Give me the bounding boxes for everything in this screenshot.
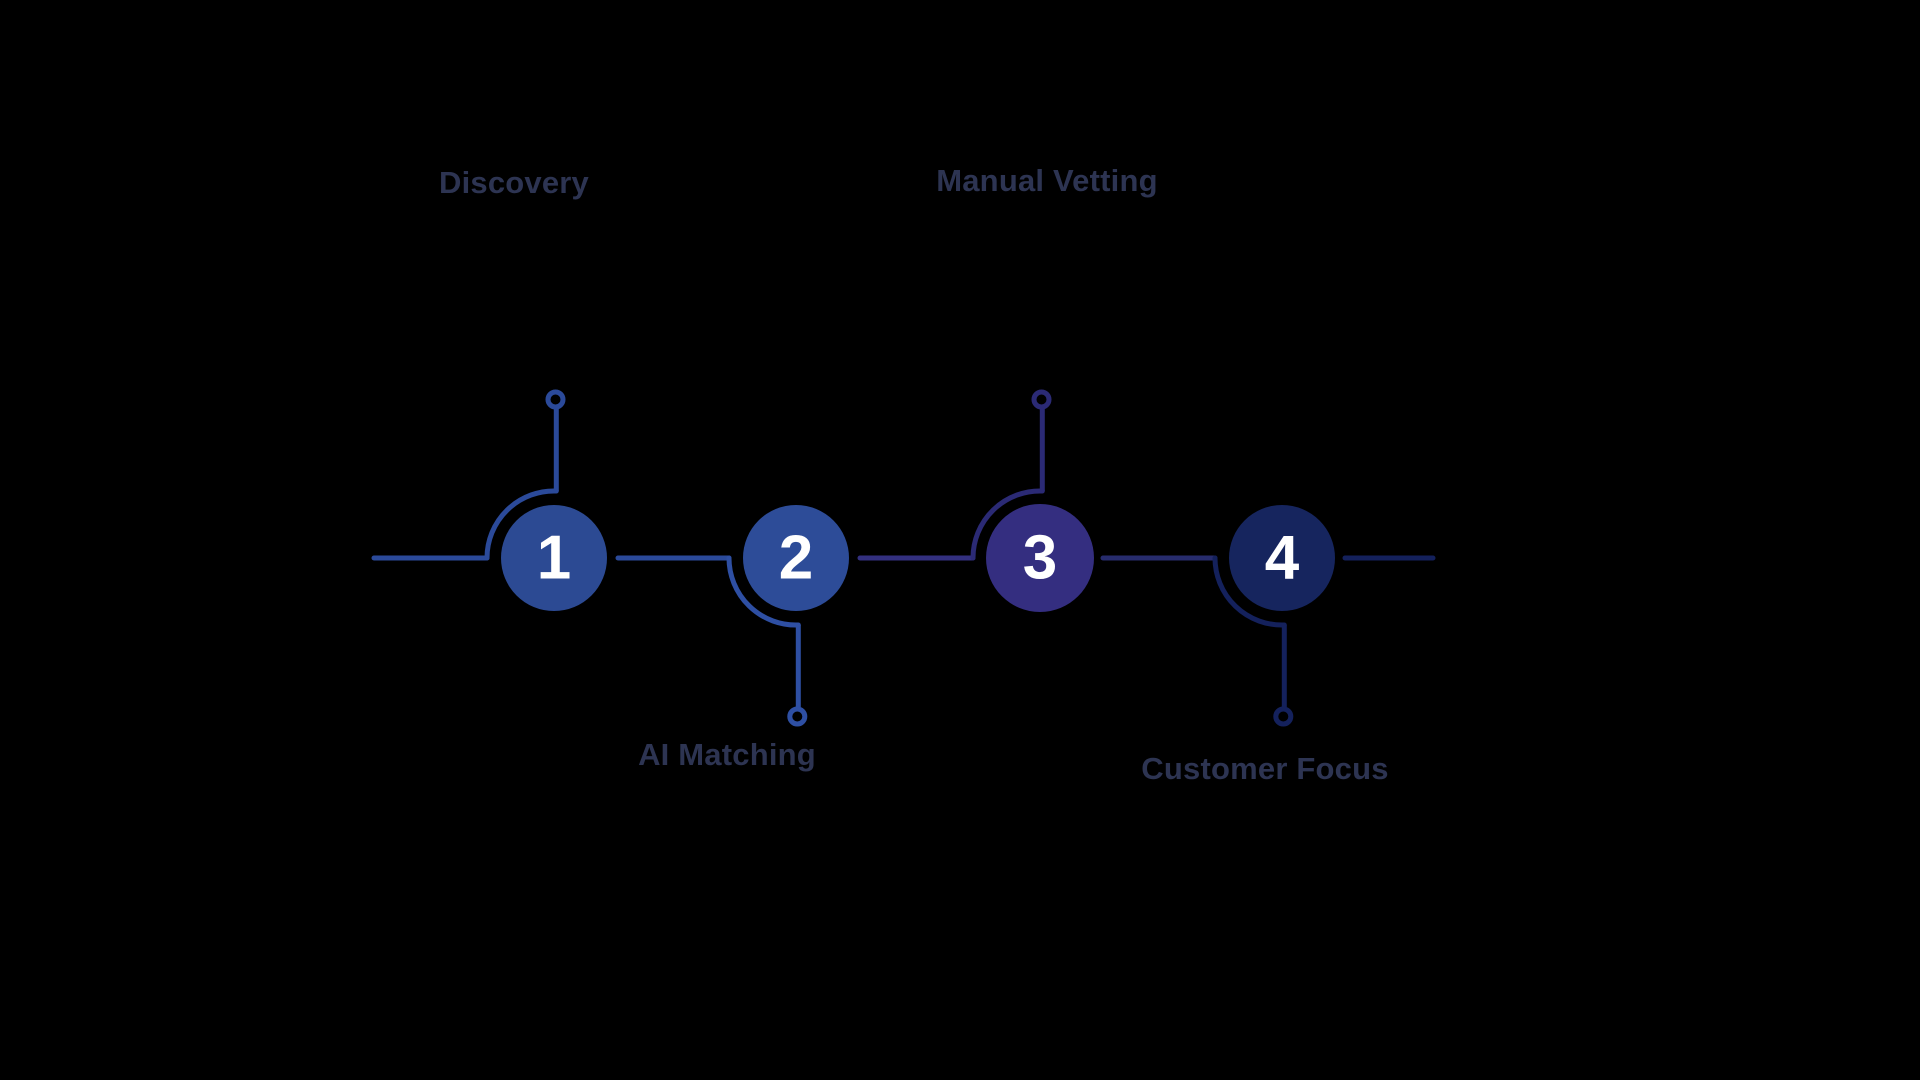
step-3-group: 3 Manual Vetting: [936, 163, 1158, 612]
step-1-connector-ring-icon: [545, 389, 566, 410]
step-1-label: Discovery: [439, 165, 590, 200]
step-2-connector-ring-icon: [787, 706, 808, 727]
step-2-group: 2 AI Matching: [638, 505, 849, 772]
step-4-group: 4 Customer Focus: [1141, 505, 1389, 786]
step-3-connector-arc: [970, 488, 1045, 561]
step-4-connector-ring-icon: [1273, 706, 1294, 727]
step-2-circle: [743, 505, 849, 611]
step-3-label: Manual Vetting: [936, 163, 1158, 198]
step-3-number: 3: [1023, 524, 1057, 593]
step-1-connector-arc: [484, 488, 559, 561]
step-3-circle: [986, 504, 1094, 612]
step-2-number: 2: [779, 524, 813, 593]
step-4-number: 4: [1265, 524, 1300, 593]
step-2-label: AI Matching: [638, 737, 816, 772]
step-1-number: 1: [537, 524, 571, 593]
step-4-circle: [1229, 505, 1335, 611]
step-4-label: Customer Focus: [1141, 751, 1388, 786]
step-1-group: 1 Discovery: [439, 165, 607, 611]
step-3-connector-ring-icon: [1031, 389, 1052, 410]
step-4-connector-arc: [1212, 555, 1287, 628]
step-1-circle: [501, 505, 607, 611]
step-2-connector-arc: [726, 555, 801, 628]
